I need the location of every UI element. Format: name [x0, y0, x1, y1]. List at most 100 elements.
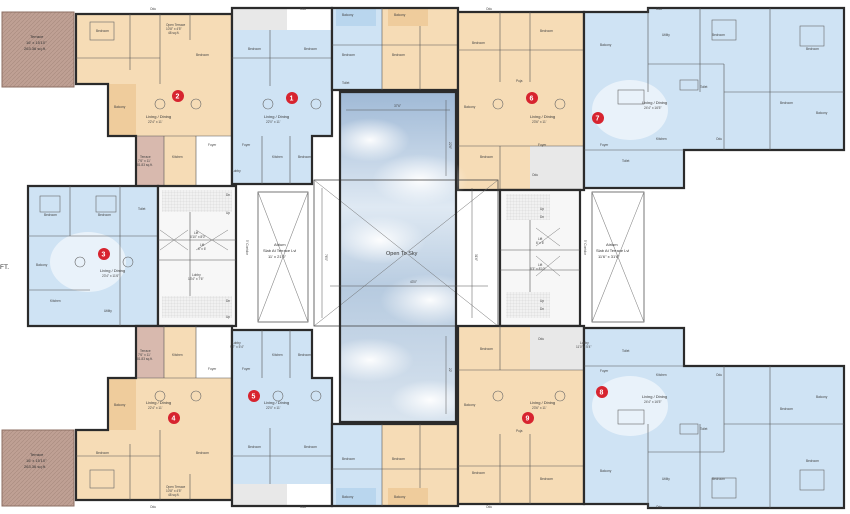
svg-text:23'6" x 11': 23'6" x 11'	[532, 406, 547, 410]
unit-8	[582, 326, 846, 510]
svg-text:Up: Up	[540, 299, 544, 303]
svg-text:Bedroom: Bedroom	[472, 41, 485, 45]
svg-text:Bedroom: Bedroom	[780, 407, 793, 411]
svg-text:24'4" x 16'5": 24'4" x 16'5"	[644, 400, 661, 404]
svg-text:6' x 6': 6' x 6'	[198, 247, 207, 251]
atrium-right	[591, 191, 645, 323]
svg-text:16' x 15'10": 16' x 15'10"	[26, 458, 47, 463]
svg-text:Bedroom: Bedroom	[196, 451, 209, 455]
svg-text:Up: Up	[540, 207, 544, 211]
svg-text:Puja: Puja	[516, 79, 523, 83]
svg-text:Odu: Odu	[656, 7, 662, 11]
svg-text:Kitchen: Kitchen	[272, 353, 283, 357]
unit-7	[582, 6, 846, 190]
svg-text:6' x 6': 6' x 6'	[536, 241, 545, 245]
svg-text:Bedroom: Bedroom	[540, 477, 553, 481]
svg-text:Living / Dining: Living / Dining	[146, 400, 171, 405]
svg-text:Balcony: Balcony	[342, 495, 354, 499]
svg-text:22'4" x 11': 22'4" x 11'	[148, 406, 163, 410]
svg-text:Utility: Utility	[104, 309, 112, 313]
room-labels: Bedroom Open Terrace 10'8" x 4'5" 48 sq.…	[36, 7, 828, 509]
svg-text:Atrium: Atrium	[606, 242, 618, 247]
svg-text:Toilet: Toilet	[342, 81, 350, 85]
svg-text:Foyer: Foyer	[600, 143, 609, 147]
unit-5	[230, 328, 334, 508]
svg-text:Living / Dining: Living / Dining	[642, 100, 667, 105]
unit-badge-1: 1	[286, 92, 298, 104]
svg-text:Kitchen: Kitchen	[172, 155, 183, 159]
top-middle-strip	[330, 6, 460, 92]
svg-text:Bedroom: Bedroom	[298, 155, 311, 159]
svg-text:Terrace: Terrace	[30, 452, 44, 457]
svg-text:Balcony: Balcony	[394, 13, 406, 17]
unit-9	[456, 324, 586, 506]
svg-text:11'0" x 5'4": 11'0" x 5'4"	[576, 345, 591, 349]
svg-text:9: 9	[526, 416, 530, 423]
svg-text:Foyer: Foyer	[242, 143, 251, 147]
svg-text:Bedroom: Bedroom	[196, 53, 209, 57]
dimension-lines	[321, 100, 488, 414]
svg-text:Odu: Odu	[716, 137, 722, 141]
svg-text:Puja: Puja	[516, 429, 523, 433]
svg-text:Balcony: Balcony	[600, 43, 612, 47]
svg-text:23'4" x 11'6": 23'4" x 11'6"	[102, 274, 119, 278]
svg-text:Atrium: Atrium	[274, 242, 286, 247]
svg-text:10'8" x 4'5": 10'8" x 4'5"	[166, 27, 182, 31]
svg-text:Lobby: Lobby	[580, 341, 589, 345]
svg-text:Slab At Terrace Lvl: Slab At Terrace Lvl	[263, 248, 296, 253]
svg-text:11'6" x 31'6": 11'6" x 31'6"	[598, 254, 620, 259]
unit-badge-3: 3	[98, 248, 110, 260]
svg-text:22'0" x 11': 22'0" x 11'	[266, 120, 281, 124]
svg-text:Bedroom: Bedroom	[304, 445, 317, 449]
svg-text:Foyer: Foyer	[208, 143, 217, 147]
unit-badge-5: 5	[248, 390, 260, 402]
atrium-left-labels: Atrium Slab At Terrace Lvl 11' x 21'6" 5…	[245, 240, 296, 259]
svg-text:22'4" x 11': 22'4" x 11'	[148, 120, 163, 124]
svg-text:24'4" x 16'5": 24'4" x 16'5"	[644, 106, 661, 110]
svg-text:Bedroom: Bedroom	[806, 459, 819, 463]
svg-text:Bedroom: Bedroom	[540, 29, 553, 33]
svg-text:Living / Dining: Living / Dining	[100, 268, 125, 273]
svg-text:Odu: Odu	[716, 373, 722, 377]
svg-text:4: 4	[172, 416, 176, 423]
svg-text:Balcony: Balcony	[394, 495, 406, 499]
svg-text:Bedroom: Bedroom	[342, 53, 355, 57]
svg-text:5: 5	[252, 394, 256, 401]
svg-text:Bedroom: Bedroom	[712, 477, 725, 481]
svg-text:Toilet: Toilet	[138, 207, 146, 211]
unit-4	[74, 324, 234, 502]
svg-text:Kitchen: Kitchen	[656, 373, 667, 377]
svg-text:7'6" x 11': 7'6" x 11'	[138, 159, 151, 163]
svg-text:Odu: Odu	[150, 505, 156, 509]
bottom-middle-strip	[330, 422, 460, 508]
svg-text:Foyer: Foyer	[208, 367, 217, 371]
svg-text:Bedroom: Bedroom	[248, 445, 261, 449]
svg-text:Terrace: Terrace	[140, 349, 151, 353]
dim-left: 76'0"	[324, 254, 328, 261]
svg-text:Utility: Utility	[662, 477, 670, 481]
center-labels: Open To Sky 37'6" 22'6" 43'0" 76'0" 31'6…	[324, 104, 478, 373]
svg-text:Lift: Lift	[200, 243, 204, 247]
unit-badge-4: 4	[168, 412, 180, 424]
svg-text:Open Terrace: Open Terrace	[166, 485, 185, 489]
svg-text:48 sq.ft.: 48 sq.ft.	[168, 493, 179, 497]
svg-text:Living / Dining: Living / Dining	[530, 400, 555, 405]
svg-text:263.36 sq.ft.: 263.36 sq.ft.	[24, 46, 46, 51]
unit-6	[456, 10, 586, 192]
svg-text:Lift: Lift	[194, 231, 198, 235]
unit-badge-7: 7	[592, 112, 604, 124]
svg-text:Up: Up	[226, 211, 230, 215]
svg-text:Odu: Odu	[538, 337, 544, 341]
svg-text:Foyer: Foyer	[600, 369, 609, 373]
svg-text:Bedroom: Bedroom	[304, 47, 317, 51]
svg-text:6'10" x 8'0": 6'10" x 8'0"	[190, 235, 206, 239]
svg-text:Bedroom: Bedroom	[472, 471, 485, 475]
svg-text:Bedroom: Bedroom	[392, 53, 405, 57]
svg-text:Foyer: Foyer	[538, 143, 547, 147]
furniture	[39, 19, 825, 499]
svg-text:Terrace: Terrace	[140, 155, 151, 159]
svg-text:8'3" x 8'10": 8'3" x 8'10"	[530, 267, 546, 271]
svg-text:Toilet: Toilet	[622, 159, 630, 163]
dim-right2: 31'6"	[474, 254, 478, 261]
